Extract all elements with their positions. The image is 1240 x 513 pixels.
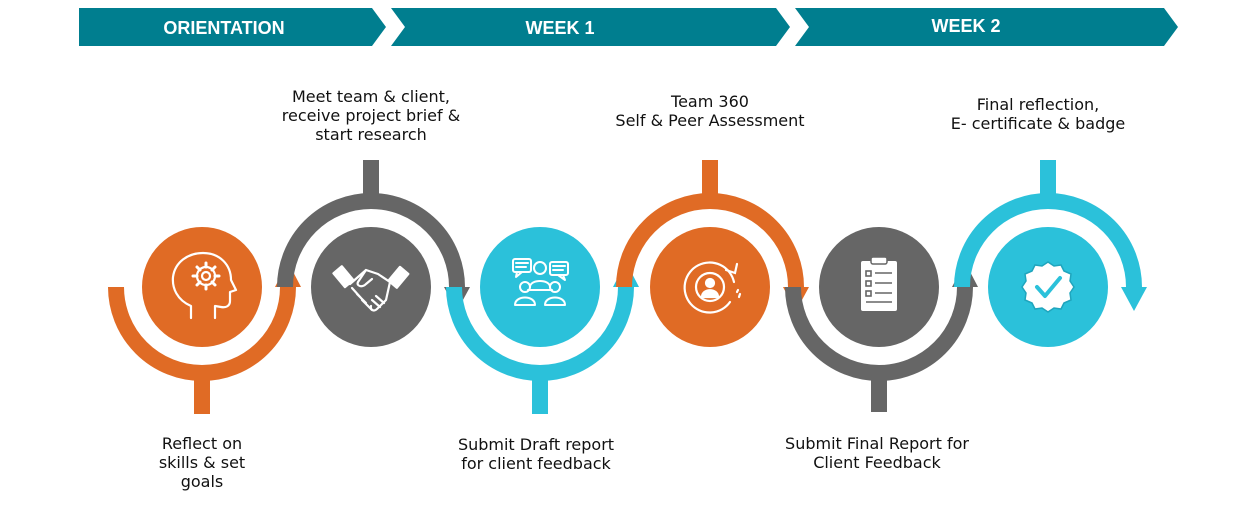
person-cycle-icon [683, 261, 742, 314]
caption-line: Submit Final Report for [785, 434, 969, 453]
team-discussion-icon [512, 258, 569, 306]
head-gear-icon [171, 251, 238, 320]
caption-line: Team 360 [671, 92, 749, 111]
caption-line: receive project brief & [281, 106, 461, 125]
caption-line: Final reflection, [976, 95, 1100, 114]
caption-line: Client Feedback [813, 453, 941, 472]
caption-line: Self & Peer Assessment [615, 111, 805, 130]
phase-label-week1: WEEK 1 [525, 18, 594, 38]
certificate-badge-icon [1021, 261, 1075, 313]
phase-orientation-arrow [79, 8, 386, 46]
caption-step-5: Submit Final Report for Client Feedback [747, 434, 1007, 472]
caption-step-6: Final reflection, E- certificate & badge [918, 95, 1158, 133]
phase-label-orientation: ORIENTATION [163, 18, 284, 38]
handshake-icon [332, 265, 410, 312]
caption-line: E- certificate & badge [950, 114, 1126, 133]
caption-line: Meet team & client, [291, 87, 451, 106]
caption-line: for client feedback [461, 454, 611, 473]
caption-line: goals [180, 472, 224, 491]
step-2-circle [311, 227, 431, 347]
step-3-circle [480, 227, 600, 347]
connectors [108, 160, 1147, 414]
caption-step-1: Reflect on skills & set goals [122, 434, 282, 491]
clipboard-checklist-icon [861, 256, 897, 311]
caption-step-2: Meet team & client, receive project brie… [251, 87, 491, 144]
phase-week2-arrow [795, 8, 1178, 46]
phase-banner: ORIENTATION WEEK 1 WEEK 2 [79, 8, 1178, 46]
step-1-circle [142, 227, 262, 347]
arrowhead-step-6 [1121, 287, 1147, 311]
phase-label-week2: WEEK 2 [931, 16, 1000, 36]
caption-line: Reflect on [161, 434, 243, 453]
caption-line: start research [315, 125, 427, 144]
phase-week1-arrow [391, 8, 790, 46]
caption-line: skills & set [158, 453, 246, 472]
caption-line: Submit Draft report [457, 435, 615, 454]
caption-step-4: Team 360 Self & Peer Assessment [590, 92, 830, 130]
caption-step-3: Submit Draft report for client feedback [426, 435, 646, 473]
